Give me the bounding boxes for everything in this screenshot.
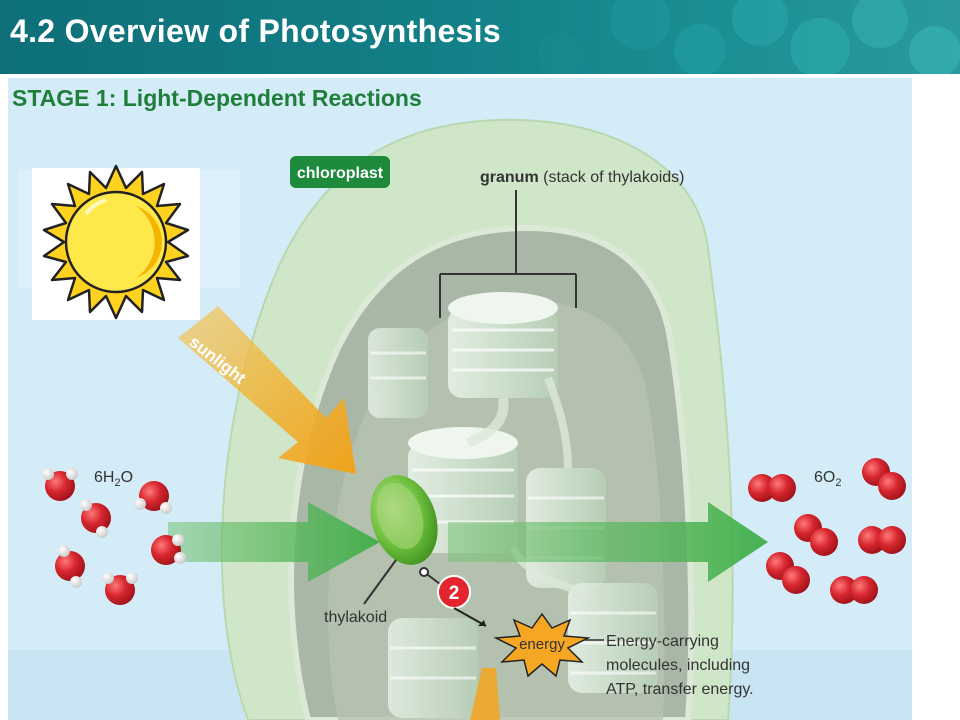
water-input-arrow xyxy=(168,502,380,582)
step-number: 2 xyxy=(449,583,460,604)
oxygen-output-arrow xyxy=(448,502,768,582)
water-molecule-icon xyxy=(102,572,138,605)
water-molecule-icon xyxy=(151,534,186,565)
slide-title: 4.2 Overview of Photosynthesis xyxy=(10,13,501,49)
oxygen-molecules xyxy=(748,458,906,604)
water-molecules xyxy=(42,468,186,605)
header-texture xyxy=(538,0,960,74)
energy-label: energy xyxy=(519,636,565,653)
energy-desc-line-1: Energy-carrying xyxy=(606,633,719,650)
slide-margin xyxy=(912,78,960,720)
water-molecule-icon xyxy=(80,499,111,538)
oxygen-molecule-icon xyxy=(858,526,906,554)
oxygen-molecule-icon xyxy=(748,474,796,502)
energy-pointer xyxy=(453,607,487,627)
granum-left xyxy=(368,328,428,418)
thylakoid-disk xyxy=(370,475,438,565)
chloroplast-label: chloroplast xyxy=(297,165,384,182)
diagram-stage: granum (stack of thylakoids) chloroplast… xyxy=(8,78,912,720)
oxygen-molecule-icon xyxy=(794,514,838,556)
lamella xyxy=(544,376,572,469)
granum-bottom xyxy=(568,583,658,693)
chloroplast-badge xyxy=(290,156,390,188)
water-label: 6H2O xyxy=(94,469,133,489)
oxygen-molecule-icon xyxy=(830,576,878,604)
energy-desc-line-3: ATP, transfer energy. xyxy=(606,681,754,698)
energy-star-icon xyxy=(493,612,591,678)
oxygen-label: 6O2 xyxy=(814,469,841,489)
water-molecule-icon xyxy=(42,468,78,501)
header-divider xyxy=(0,74,960,77)
lamella xyxy=(465,397,509,448)
oxygen-molecule-icon xyxy=(862,458,906,500)
oxygen-molecule-icon xyxy=(766,552,810,594)
sun-icon xyxy=(42,164,190,320)
energy-desc-line-2: molecules, including xyxy=(606,657,750,674)
energy-pointer-head xyxy=(478,620,486,626)
granum-top xyxy=(448,292,558,398)
granum-lower-left xyxy=(388,618,478,718)
thylakoid-label: thylakoid xyxy=(324,609,387,626)
thylakoid-pointer xyxy=(363,559,397,605)
photosynthesis-diagram: granum (stack of thylakoids) chloroplast… xyxy=(8,78,912,720)
water-molecule-icon xyxy=(55,545,85,588)
stage-heading: STAGE 1: Light-Dependent Reactions xyxy=(12,85,422,111)
water-molecule-icon xyxy=(134,481,172,514)
slide-header: 4.2 Overview of Photosynthesis xyxy=(0,0,960,74)
step-2-badge: 2 xyxy=(419,567,471,609)
granum-label: granum (stack of thylakoids) xyxy=(480,169,685,186)
energy-stem xyxy=(470,668,500,720)
granum-bracket xyxy=(439,190,577,318)
